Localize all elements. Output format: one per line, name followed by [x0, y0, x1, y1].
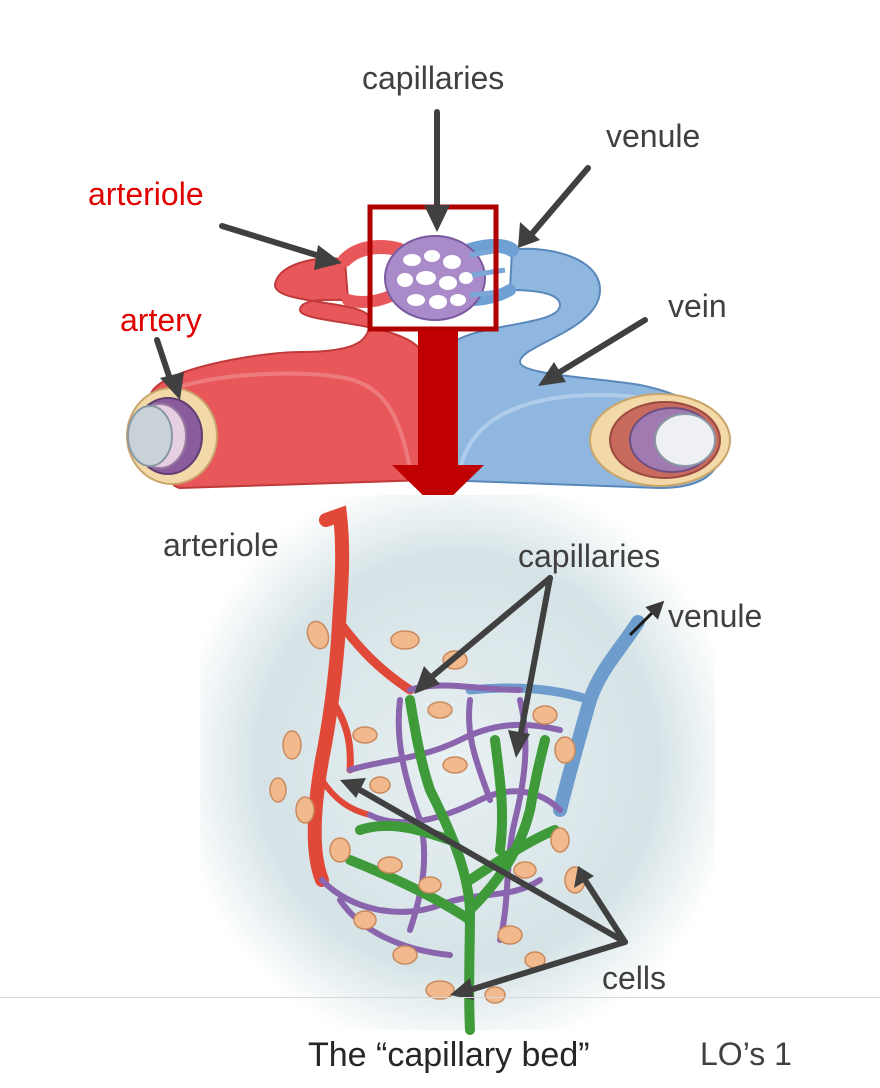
- label-bed-venule: venule: [668, 598, 763, 634]
- footer-divider: [0, 997, 880, 998]
- label-top-arteriole: arteriole: [88, 176, 204, 212]
- pointer-arrows: [154, 109, 648, 1000]
- capillary-bed-diagram: [200, 495, 715, 1035]
- label-top-capillaries: capillaries: [362, 60, 505, 96]
- label-top-venule: venule: [606, 118, 701, 154]
- label-vein: vein: [668, 288, 727, 324]
- zoom-down-arrow: [392, 330, 484, 510]
- figure-caption: The “capillary bed”: [308, 1036, 590, 1074]
- label-cells: cells: [602, 960, 667, 996]
- label-bed-arteriole: arteriole: [163, 527, 279, 563]
- slide-label: LO’s 1: [700, 1036, 792, 1072]
- capillary-network: [384, 235, 506, 321]
- label-bed-capillaries: capillaries: [518, 538, 661, 574]
- top-vessel-diagram: [126, 204, 731, 510]
- bed-arteriole: [307, 505, 350, 887]
- label-artery: artery: [120, 302, 202, 338]
- bed-lymphatic: [345, 695, 560, 1035]
